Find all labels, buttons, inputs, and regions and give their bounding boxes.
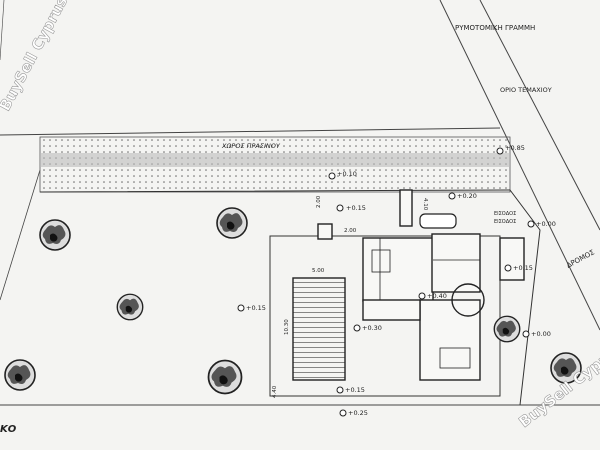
dim-side-b: 2.00 [316, 195, 322, 208]
swimming-pool [292, 277, 346, 381]
dim-side-d: 4.10 [422, 198, 428, 211]
label-road-right: ΔΡΟΜΟΣ [565, 248, 596, 269]
label-entrance-1: ΕΙΣΟΔΟΣ [494, 211, 516, 217]
watermark-top-left: BuySell Cyprus [0, 0, 71, 114]
level-pool-left: +0.15 [246, 304, 266, 312]
level-bottom-pool: +0.15 [345, 386, 365, 394]
label-plot-limit: ΟΡΙΟ ΤΕΜΑΧΙΟΥ [500, 86, 552, 94]
level-left-mid: +0.15 [346, 204, 366, 212]
level-bottom-right: +0.00 [531, 330, 551, 338]
level-labels: +0.85 +0.10 +0.20 +0.15 +0.00 +0.15 +0.4… [246, 144, 556, 417]
level-top-mid: +0.10 [337, 170, 357, 178]
watermark-bottom-right: BuySell Cyprus [515, 339, 600, 431]
level-pool-right: +0.30 [362, 324, 382, 332]
dim-pool-width: 5.00 [312, 268, 325, 274]
dim-pool-length: 10.30 [284, 319, 290, 335]
dimension-labels: 5.00 10.30 4.40 2.00 2.00 4.10 [272, 195, 428, 398]
dim-side-c: 2.00 [344, 228, 357, 234]
dim-side-a: 4.40 [272, 385, 278, 398]
level-right-entry: +0.00 [536, 220, 556, 228]
car-icon [419, 213, 457, 229]
label-green-area: ΧΩΡΟΣ ΠΡΑΣΙΝΟΥ [221, 142, 281, 150]
level-markers [237, 147, 535, 417]
label-entrance-2: ΕΙΣΟΔΟΣ [494, 219, 516, 225]
boundary-lines [0, 0, 600, 406]
label-bottom-left: ΚΟ [0, 424, 17, 435]
label-road-line: ΡΥΜΟΤΟΜΙΚΗ ΓΡΑΜΜΗ [455, 24, 535, 32]
green-strip [39, 136, 511, 193]
level-bottom: +0.25 [348, 409, 368, 417]
level-right-side: +0.15 [513, 264, 533, 272]
level-top-right: +0.85 [505, 144, 525, 152]
level-garage: +0.20 [457, 192, 477, 200]
level-house: +0.40 [427, 292, 447, 300]
text-labels: ΡΥΜΟΤΟΜΙΚΗ ΓΡΑΜΜΗ ΟΡΙΟ ΤΕΜΑΧΙΟΥ ΧΩΡΟΣ ΠΡ… [0, 24, 596, 435]
house-footprint [317, 189, 525, 381]
plot-outline [39, 189, 541, 406]
